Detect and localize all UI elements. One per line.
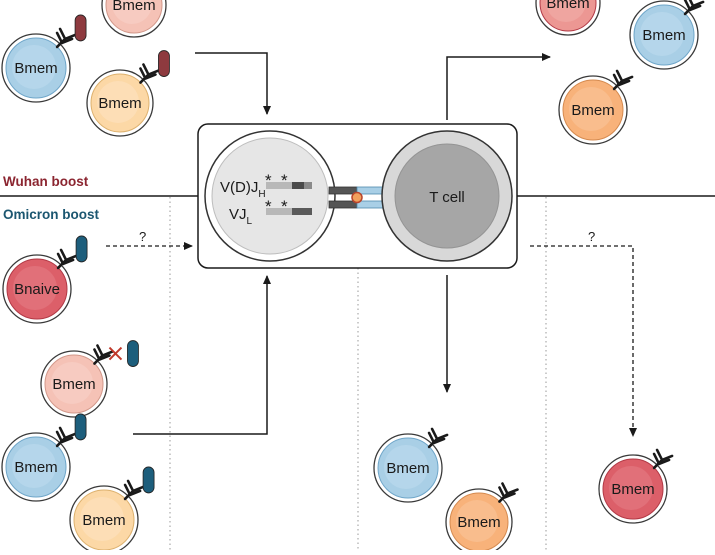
omicron-antigen-icon xyxy=(74,413,87,441)
arrow-wuhan-out xyxy=(446,53,551,120)
antibody-icon xyxy=(427,427,449,449)
cell-type-label: Bmem xyxy=(14,60,57,77)
cell-type-label: Bmem xyxy=(546,0,589,12)
cell-bmem-wuhan-2: Bmem xyxy=(86,50,170,137)
cell-type-label: Bmem xyxy=(112,0,155,14)
antibody-icon xyxy=(123,479,145,501)
cell-type-label: Bnaive xyxy=(14,281,60,298)
cell-bmem-wuhan-1: Bmem xyxy=(1,14,87,103)
cell-bmem-top-partial: Bmem xyxy=(101,0,167,38)
cell-bmem-result-red: Bmem xyxy=(598,448,674,524)
cell-bmem-result-orange: Bmem xyxy=(445,482,519,555)
cell-type-label: Bmem xyxy=(642,27,685,44)
question-mark-left: ? xyxy=(139,229,146,244)
wuhan-boost-label: Wuhan boost xyxy=(3,174,89,189)
arrow-wuhan-in xyxy=(195,52,271,115)
omicron-antigen-icon xyxy=(127,340,139,367)
cell-bmem-omicron-2: Bmem xyxy=(69,466,155,555)
arrow-naive-out-dashed xyxy=(530,245,637,437)
wuhan-antigen-icon xyxy=(158,50,170,77)
heavy-chain-label: V(D)JH xyxy=(220,179,266,200)
omicron-antigen-icon xyxy=(75,235,88,263)
mutation-asterisk-3: * xyxy=(265,197,272,216)
cell-type-label: Bmem xyxy=(82,512,125,529)
antibody-icon xyxy=(55,426,77,448)
cell-bmem-result-blue: Bmem xyxy=(373,427,449,503)
antibody-icon xyxy=(612,69,634,91)
cell-type-label: Bmem xyxy=(571,102,614,119)
mutation-asterisk-1: * xyxy=(265,171,272,190)
cell-type-label: Bmem xyxy=(98,95,141,112)
cell-type-label: Bmem xyxy=(52,376,95,393)
antibody-icon xyxy=(139,63,160,84)
mutation-asterisk-4: * xyxy=(281,197,288,216)
mhc-tcr-synapse xyxy=(328,186,386,209)
t-cell-nucleus xyxy=(394,143,500,249)
antibody-icon xyxy=(652,448,674,470)
cell-bmem-omicron-1: Bmem xyxy=(1,413,87,502)
antibody-icon xyxy=(498,482,519,503)
cell-type-label: Bmem xyxy=(386,460,429,477)
cell-bmem-out-blue: Bmem xyxy=(629,0,705,70)
t-cell-label: T cell xyxy=(429,189,465,206)
omicron-boost-label: Omicron boost xyxy=(3,207,100,222)
antibody-icon xyxy=(683,0,705,16)
omicron-antigen-icon xyxy=(142,466,155,494)
no-binding-cross-icon xyxy=(108,346,123,361)
mutation-asterisk-2: * xyxy=(281,171,288,190)
b-cell-nucleus xyxy=(211,137,329,255)
antibody-icon xyxy=(93,344,114,365)
light-chain-bar xyxy=(266,208,312,215)
cell-bmem-out-orange: Bmem xyxy=(558,69,634,145)
light-chain-label: VJL xyxy=(229,206,253,227)
cell-type-label: Bmem xyxy=(457,514,500,531)
cell-type-label: Bmem xyxy=(611,481,654,498)
arrow-omicron-in xyxy=(133,275,271,435)
heavy-chain-bar xyxy=(266,182,312,189)
wuhan-antigen-icon xyxy=(74,14,87,42)
cell-bmem-crossed: Bmem xyxy=(40,340,139,418)
cell-type-label: Bmem xyxy=(14,459,57,476)
cell-bnaive: Bnaive xyxy=(2,235,88,324)
antibody-icon xyxy=(56,248,78,270)
cell-bmem-topright-partial: Bmem xyxy=(535,0,601,36)
antibody-icon xyxy=(55,27,77,49)
question-mark-right: ? xyxy=(588,229,595,244)
